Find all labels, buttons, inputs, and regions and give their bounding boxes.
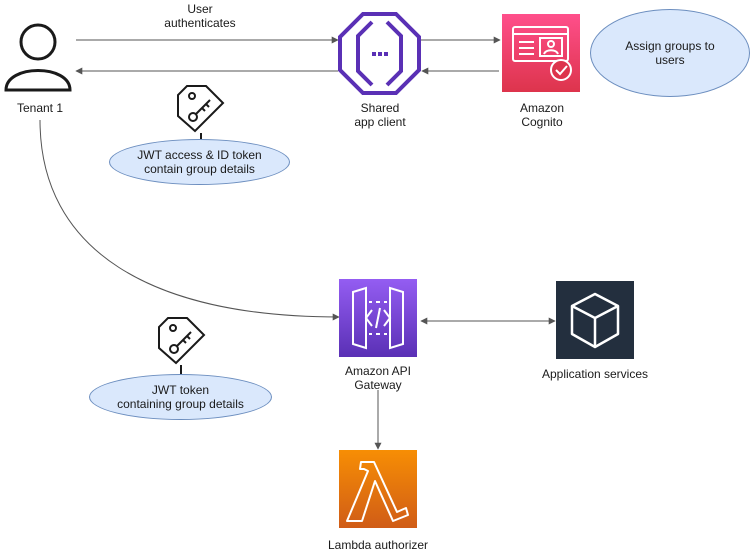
cognito-label-line2: Cognito xyxy=(521,115,563,129)
app-client-dots xyxy=(372,52,388,56)
shared-app-client-label: Shared app client xyxy=(335,101,425,129)
shared-app-client-label-line1: Shared xyxy=(360,101,400,115)
lambda-icon xyxy=(339,450,417,528)
jwt-access-id-note-line2: contain group details xyxy=(144,162,255,176)
cognito-label: Amazon Cognito xyxy=(497,101,587,129)
tenant-label: Tenant 1 xyxy=(16,101,64,115)
edge-tenant-to-api-gateway xyxy=(39,119,340,321)
api-gateway-icon xyxy=(339,279,417,357)
jwt-token-note-line2: containing group details xyxy=(117,397,244,411)
jwt-access-id-note: JWT access & ID token contain group deta… xyxy=(109,139,290,185)
assign-groups-note: Assign groups to users xyxy=(590,9,750,97)
cognito-label-line1: Amazon xyxy=(519,101,565,115)
api-gateway-label-line2: Gateway xyxy=(354,378,402,392)
assign-groups-note-line2: users xyxy=(655,53,685,67)
jwt-token-note: JWT token containing group details xyxy=(89,374,272,420)
jwt-token-note-line1: JWT token xyxy=(151,383,210,397)
shared-app-client-label-line2: app client xyxy=(354,115,406,129)
lambda-authorizer-label: Lambda authorizer xyxy=(327,538,429,552)
assign-groups-note-line1: Assign groups to xyxy=(625,39,715,53)
api-gateway-label: Amazon API Gateway xyxy=(323,364,433,392)
edge-label-line1: User xyxy=(187,2,213,16)
application-services-label: Application services xyxy=(541,367,649,381)
cube-icon xyxy=(556,281,634,359)
key-tag-icon-bottom xyxy=(158,317,206,376)
edge-label-user-authenticates: User authenticates xyxy=(160,2,240,30)
user-icon xyxy=(4,23,72,92)
app-client-icon xyxy=(338,12,421,95)
edge-label-line2: authenticates xyxy=(164,16,236,30)
cognito-icon xyxy=(502,14,580,92)
jwt-access-id-note-line1: JWT access & ID token xyxy=(137,148,262,162)
api-gateway-label-line1: Amazon API xyxy=(344,364,412,378)
